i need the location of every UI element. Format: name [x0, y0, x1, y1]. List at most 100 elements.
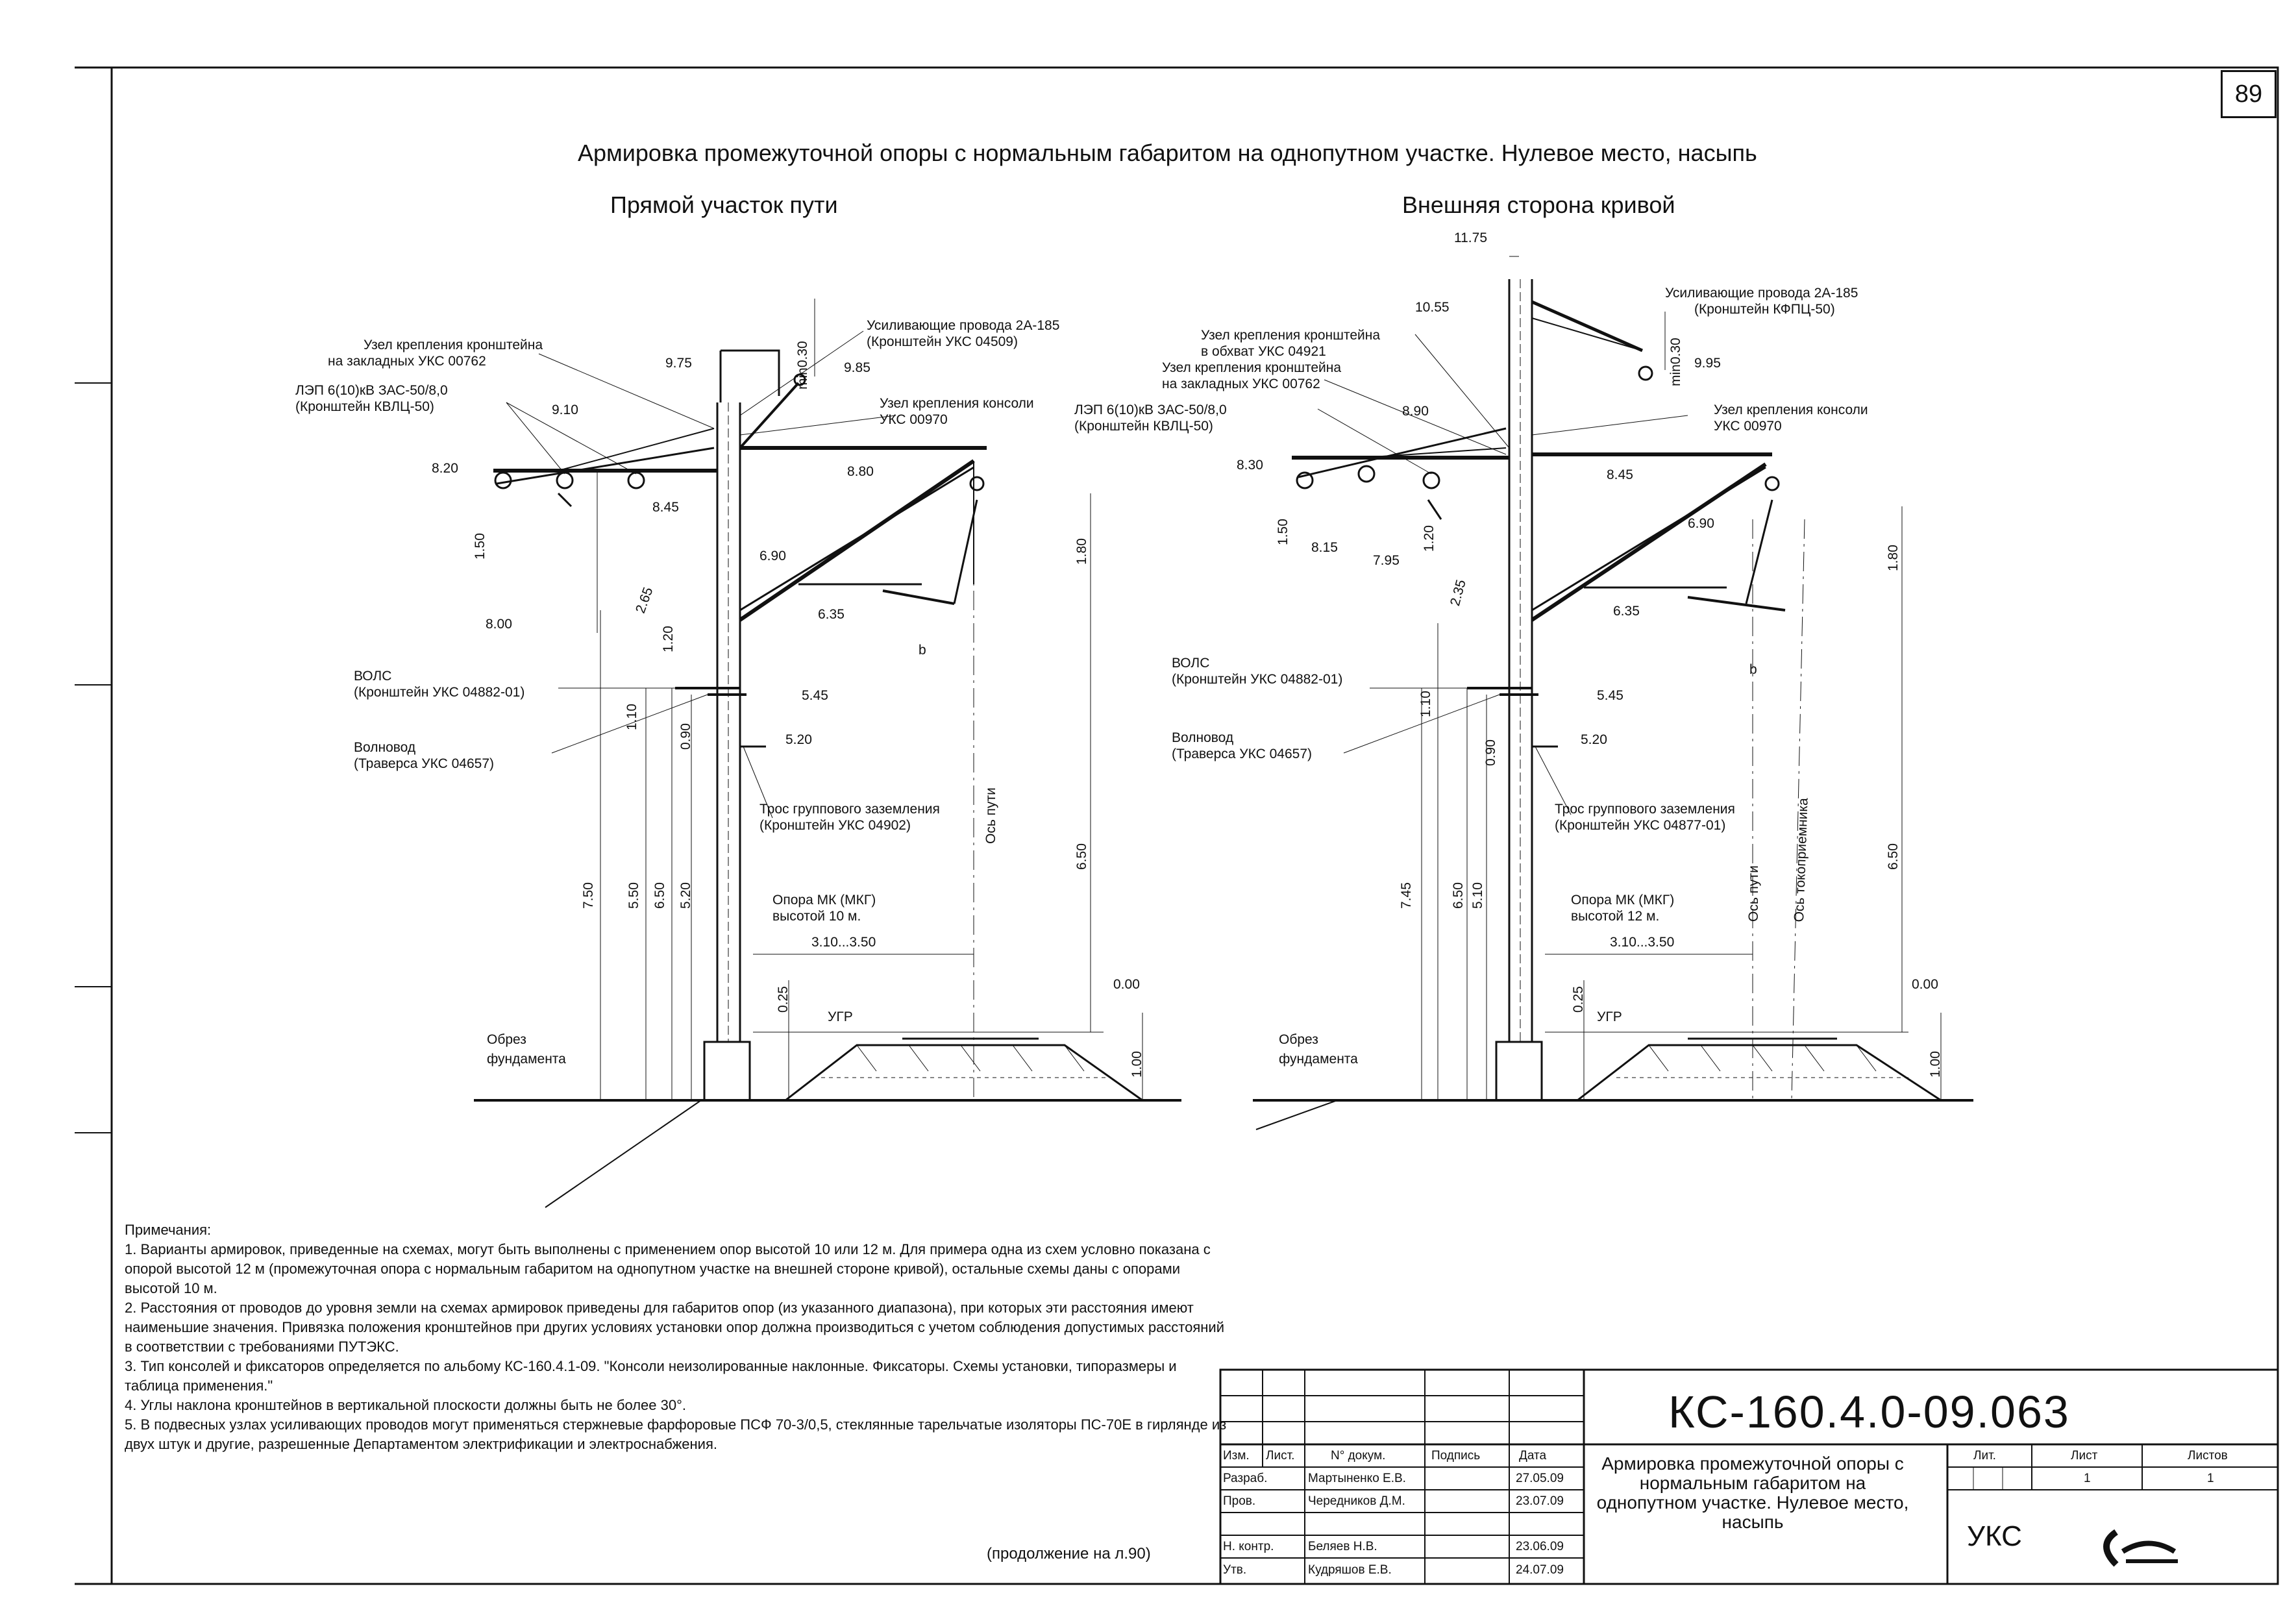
col-header: Дата	[1519, 1449, 1547, 1463]
drawing-title: Армировка промежуточной опоры с нормальн…	[578, 140, 1757, 166]
label-b: b	[1749, 662, 1757, 677]
dim-120: 1.20	[661, 626, 676, 652]
right-view-drawing	[1253, 256, 1973, 1130]
note-item: 2. Расстояния от проводов до уровня земл…	[125, 1300, 1225, 1355]
row-date: 23.06.09	[1516, 1540, 1564, 1553]
label-waveguide-2: (Траверса УКС 04657)	[1172, 747, 1313, 761]
dim-545: 5.45	[802, 688, 828, 703]
label-bracket-node-3: Узел крепления кронштейна	[1162, 360, 1342, 375]
label-vols-2: (Кронштейн УКС 04882-01)	[1172, 672, 1343, 687]
col-header: N° докум.	[1331, 1449, 1386, 1463]
dim-150: 1.50	[1276, 519, 1290, 545]
label-ground-cable-2: (Кронштейн УКС 04877-01)	[1555, 818, 1726, 833]
label-ground-cable: Трос группового заземления	[1555, 802, 1735, 817]
label-foundation: Обрез	[1279, 1032, 1318, 1047]
label-track-axis: Ось пути	[983, 787, 998, 844]
dim-025: 0.25	[1571, 986, 1586, 1013]
dim-120: 1.20	[1422, 525, 1437, 552]
sheet-frame	[110, 66, 2279, 1585]
dim-745: 7.45	[1399, 882, 1414, 909]
label-bracket-node: Узел крепления кронштейна	[364, 338, 543, 352]
dim-520b: 5.20	[678, 882, 693, 909]
label-waveguide: Волновод	[1172, 730, 1234, 745]
label-min: min0.30	[795, 341, 810, 389]
organization-name: УКС	[1967, 1520, 2022, 1552]
dim-650b: 6.50	[1074, 843, 1089, 870]
title-block-grid	[1219, 1368, 2279, 1585]
dim-750: 7.50	[581, 882, 596, 909]
label-vols: ВОЛС	[354, 669, 392, 684]
label-ground-cable: Трос группового заземления	[759, 802, 940, 817]
label-foundation: Обрез	[487, 1032, 526, 1047]
left-view-drawing	[474, 299, 1181, 1208]
label-support: Опора МК (МКГ)	[1571, 893, 1675, 908]
dim-995: 9.95	[1694, 356, 1721, 371]
dim-635: 6.35	[818, 607, 845, 622]
dim-845: 8.45	[652, 500, 679, 515]
dim-830: 8.30	[1237, 458, 1263, 473]
label-console-node-2: УКС 00970	[880, 412, 948, 427]
dim-795: 7.95	[1373, 553, 1400, 568]
label-reinforcing-2: (Кронштейн КФПЦ-50)	[1694, 302, 1835, 317]
label-min: min0.30	[1668, 338, 1683, 386]
continuation-note: (продолжение на л.90)	[987, 1545, 1151, 1563]
label-ugr: УГР	[828, 1009, 853, 1024]
label-console-node: Узел крепления консоли	[1714, 402, 1868, 417]
row-name: Чередников Д.М.	[1308, 1494, 1405, 1508]
note-item: 4. Углы наклона кронштейнов в вертикальн…	[125, 1397, 687, 1413]
note-item: 5. В подвесных узлах усиливающих проводо…	[125, 1416, 1227, 1452]
row-role: Н. контр.	[1223, 1540, 1274, 1553]
dim-000: 0.00	[1113, 977, 1140, 992]
sheet-value: 1	[2084, 1472, 2091, 1485]
sheets-header: Листов	[2188, 1449, 2228, 1463]
sheet-number: 89	[2221, 70, 2277, 118]
row-date: 24.07.09	[1516, 1563, 1564, 1577]
label-ugr: УГР	[1597, 1009, 1622, 1024]
note-item: 1. Варианты армировок, приведенные на сх…	[125, 1241, 1211, 1296]
dim-510: 5.10	[1470, 882, 1485, 909]
dim-180: 1.80	[1886, 545, 1901, 571]
label-console-node-2: УКС 00970	[1714, 419, 1782, 434]
label-lep-2: (Кронштейн КВЛЦ-50)	[1074, 419, 1213, 434]
dim-150: 1.50	[473, 533, 488, 560]
dim-span: 3.10...3.50	[811, 935, 876, 950]
dim-545: 5.45	[1597, 688, 1623, 703]
dim-635: 6.35	[1613, 604, 1640, 619]
label-vols: ВОЛС	[1172, 656, 1210, 671]
label-bracket-node-2: на закладных УКС 00762	[328, 354, 486, 369]
col-header: Изм.	[1223, 1449, 1250, 1463]
label-reinforcing-2: (Кронштейн УКС 04509)	[867, 334, 1018, 349]
dim-110: 1.10	[1418, 691, 1433, 717]
label-track-axis: Ось пути	[1746, 865, 1761, 922]
dim-000: 0.00	[1912, 977, 1938, 992]
notes-section: Примечания: 1. Варианты армировок, приве…	[125, 1220, 1228, 1454]
col-header: Подпись	[1431, 1449, 1481, 1463]
lit-header: Лит.	[1973, 1449, 1996, 1463]
dim-550: 5.50	[626, 882, 641, 909]
label-support: Опора МК (МКГ)	[772, 893, 876, 908]
row-date: 27.05.09	[1516, 1472, 1564, 1485]
dim-800: 8.00	[486, 617, 512, 632]
dim-1175: 11.75	[1454, 230, 1487, 245]
dim-890: 8.90	[1402, 404, 1429, 419]
row-role: Утв.	[1223, 1563, 1247, 1577]
sheet-header: Лист	[2071, 1449, 2098, 1463]
right-view-heading: Внешняя сторона кривой	[1402, 191, 1675, 218]
row-name: Кудряшов Е.В.	[1308, 1563, 1392, 1577]
dim-520: 5.20	[1581, 732, 1607, 747]
label-lep: ЛЭП 6(10)кВ ЗАС-50/8,0	[1074, 402, 1227, 417]
dim-110: 1.10	[624, 704, 639, 730]
label-console-node: Узел крепления консоли	[880, 396, 1034, 411]
label-bracket-node-4: на закладных УКС 00762	[1162, 377, 1320, 391]
row-date: 23.07.09	[1516, 1494, 1564, 1508]
note-item: 3. Тип консолей и фиксаторов определяетс…	[125, 1358, 1177, 1394]
dim-690: 6.90	[1688, 516, 1714, 531]
dim-985: 9.85	[844, 360, 870, 375]
dim-815: 8.15	[1311, 540, 1338, 555]
label-vols-2: (Кронштейн УКС 04882-01)	[354, 685, 525, 700]
organization-logo	[2103, 1529, 2178, 1567]
dim-650b: 6.50	[1886, 843, 1901, 870]
dim-090: 0.90	[678, 723, 693, 750]
label-b: b	[919, 643, 926, 658]
